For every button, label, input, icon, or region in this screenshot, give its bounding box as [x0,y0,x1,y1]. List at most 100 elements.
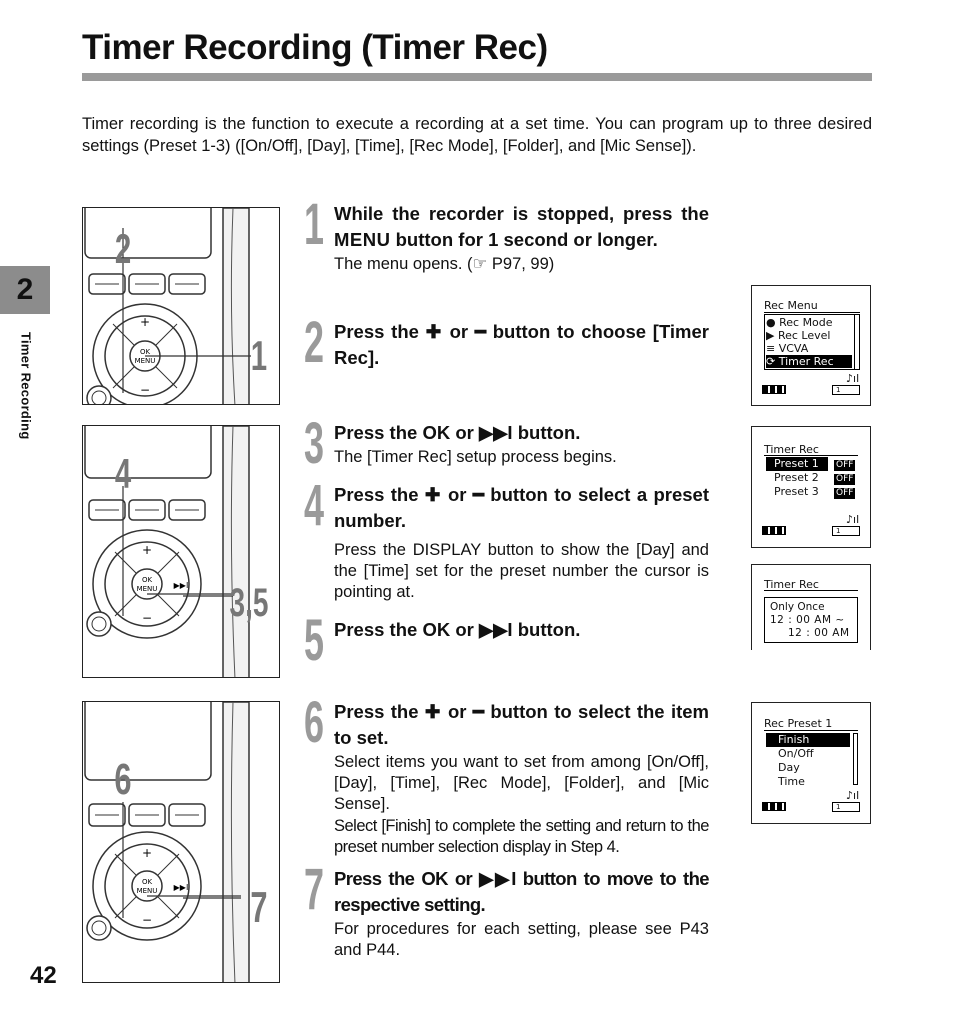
step-number: 6 [304,690,325,755]
preset-state-badge: OFF [834,488,856,499]
step-body: The menu opens. (☞ P97, 99) [334,255,555,273]
step-heading: Press the OK or ▶▶I button. [334,619,581,640]
minus-icon: ━ [472,701,484,722]
menu-button-label: MENU [135,357,156,365]
minus-icon: ━ [474,321,486,342]
step-note: Select [Finish] to complete the setting … [334,817,710,856]
svg-text:▶▶I: ▶▶I [174,883,189,892]
fast-forward-icon: ▶▶I [478,422,513,443]
step-2: 2 Press the ✚ or ━ button to choose [Tim… [304,314,709,372]
minus-icon: ━ [472,484,484,505]
title-underline [82,73,872,81]
menu-item: ≡ VCVA [766,342,809,355]
device-photo-2: OK MENU + − ▶▶I 4 3,5 [82,425,280,678]
chapter-label: Timer Recording [18,332,34,440]
menu-button-label: MENU [137,887,158,895]
recorder-illustration: OK MENU + − 2 1 [84,208,267,404]
preset-item-list: Finish On/Off Day Time [766,733,850,789]
step-number: 4 [304,473,325,538]
callout-2: 2 [115,225,131,273]
lcd-menu-list: ● Rec Mode ▶ Rec Level ≡ VCVA ⟳ Timer Re… [766,316,852,368]
callout-4: 4 [115,450,131,498]
svg-text:−: − [140,383,150,397]
lcd-title: Rec Menu [764,299,818,312]
svg-text:▶▶I: ▶▶I [174,581,189,590]
step-6: 6 Press the ✚ or ━ button to select the … [304,694,710,858]
page-number: 42 [30,962,57,989]
callout-7: 7 [250,884,267,933]
step-number: 1 [304,192,325,257]
battery-icon [762,385,786,394]
menu-item: ● Rec Mode [766,316,833,329]
ok-key-label: OK [421,868,448,889]
step-1: 1 While the recorder is stopped, press t… [304,196,709,275]
step-number: 3 [304,411,325,476]
fast-forward-icon: ▶▶I [479,868,516,889]
preset-item: On/Off [778,747,814,760]
ok-key-label: OK [422,422,451,443]
step-7: 7 Press the OK or ▶▶I button to move to … [304,861,710,961]
page-title: Timer Recording (Timer Rec) [82,28,548,67]
preset-item: Day [778,761,800,774]
lcd-title: Timer Rec [764,578,819,591]
preset-row-selected: Preset 1 [766,457,828,471]
svg-text:+: + [142,846,152,860]
menu-item: ▶ Rec Level [766,329,831,342]
preset-item-selected: Finish [766,733,850,747]
chapter-tab: 2 [0,266,50,314]
preset-list: Preset 1 OFF Preset 2 OFF Preset 3 OFF [766,457,856,499]
step-number: 7 [304,857,325,922]
step-4: 4 Press the ✚ or ━ button to select a pr… [304,477,709,603]
recorder-illustration: OK MENU + − ▶▶I 6 7 [84,702,268,982]
step-body: The [Timer Rec] setup process begins. [334,448,617,466]
step-heading: Press the ✚ or ━ button to choose [Timer… [334,321,709,368]
scrollbar [853,733,858,785]
menu-button-label: MENU [137,585,158,593]
end-time: 12 : 00 AM [788,627,850,639]
step-heading: Press the OK or ▶▶I button. [334,422,581,443]
mic-icon: ♪ıl [846,789,860,802]
step-heading: While the recorder is stopped, press the… [334,203,709,250]
svg-text:+: + [140,315,150,329]
folder-counter: 1 [832,385,860,395]
device-photo-3: OK MENU + − ▶▶I 6 7 [82,701,280,983]
step-5: 5 Press the OK or ▶▶I button. [304,612,709,670]
plus-icon: ✚ [425,321,443,342]
ok-button-label: OK [142,576,153,584]
preset-row: Preset 2 [774,471,819,484]
mic-icon: ♪ıl [846,513,860,526]
plus-icon: ✚ [424,701,442,722]
start-time: 12 : 00 AM ~ [770,614,845,626]
intro-paragraph: Timer recording is the function to execu… [82,115,872,155]
svg-text:−: − [142,611,152,625]
step-number: 5 [304,608,325,673]
ok-button-label: OK [140,348,151,356]
svg-text:−: − [142,913,152,927]
step-heading: Press the ✚ or ━ button to select a pres… [334,484,709,531]
preset-state-badge: OFF [834,460,856,471]
menu-item-selected: ⟳ Timer Rec [766,355,852,368]
detail-popup: Only Once 12 : 00 AM ~ 12 : 00 AM [764,597,858,643]
step-number: 2 [304,310,325,375]
ok-key-label: OK [422,619,451,640]
recorder-illustration: OK MENU + − ▶▶I 4 3,5 [84,426,268,677]
lcd-timer-rec-detail: Timer Rec Only Once 12 : 00 AM ~ 12 : 00… [751,564,871,650]
lcd-rec-menu: Rec Menu ● Rec Mode ▶ Rec Level ≡ VCVA ⟳… [751,285,871,406]
step-body: Press the DISPLAY button to show the [Da… [334,541,709,601]
preset-row: Preset 3 [774,485,819,498]
lcd-title: Timer Rec [764,443,819,456]
lcd-timer-rec: Timer Rec Preset 1 OFF Preset 2 OFF Preset… [751,426,871,548]
fast-forward-icon: ▶▶I [478,619,513,640]
preset-state-badge: OFF [834,474,856,485]
svg-text:+: + [142,543,152,557]
folder-counter: 1 [832,526,860,536]
callout-6: 6 [114,756,131,805]
preset-item: Time [778,775,805,788]
step-body: Select items you want to set from among … [334,753,709,813]
menu-key-label: MENU [334,229,391,250]
reference-icon: ☞ [472,255,488,273]
plus-icon: ✚ [424,484,442,505]
step-heading: Press the ✚ or ━ button to select the it… [334,701,709,748]
ok-button-label: OK [142,878,153,886]
repeat-setting: Only Once [770,601,825,613]
